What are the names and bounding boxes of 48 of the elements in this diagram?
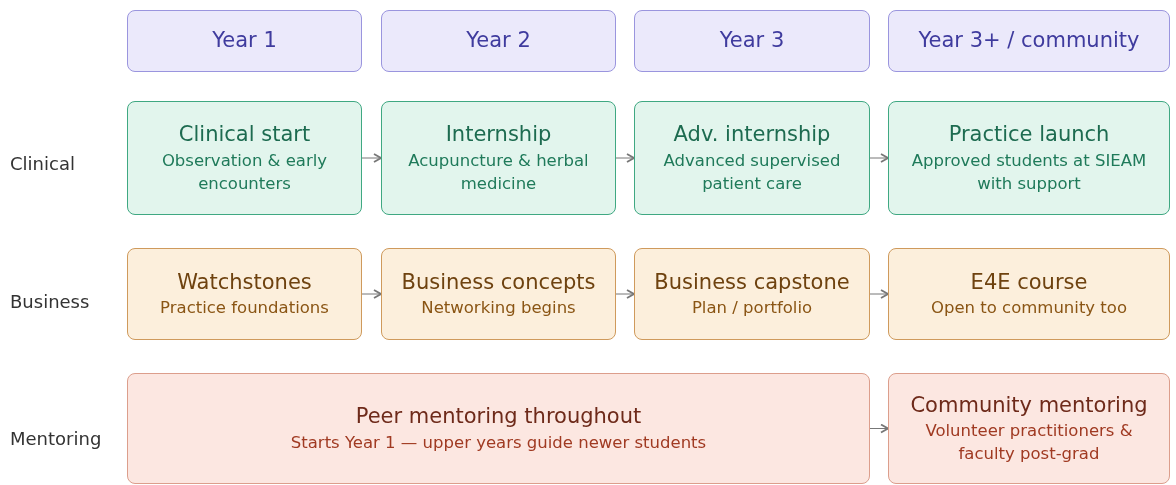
box-title: Peer mentoring throughout (355, 403, 642, 431)
year-header (381, 10, 616, 72)
box-title: Internship (445, 121, 552, 149)
clinical-box (381, 101, 616, 215)
box-title: Clinical start (178, 121, 311, 149)
box-description: Approved students at SIEAM with support (910, 149, 1148, 195)
business-box (381, 248, 616, 340)
business-box (888, 248, 1170, 340)
arrow (615, 289, 635, 299)
box-description: Acupuncture & herbal medicine (407, 149, 590, 195)
clinical-box (634, 101, 870, 215)
arrow (869, 153, 889, 163)
box-title: Business concepts (401, 268, 596, 296)
header-text: Year 3+ / community (918, 27, 1140, 55)
year-header (888, 10, 1170, 72)
year-header (127, 10, 362, 72)
arrow (361, 289, 382, 299)
business-box (127, 248, 362, 340)
clinical-box (127, 101, 362, 215)
header-text: Year 3 (719, 27, 785, 55)
box-title: Adv. internship (673, 121, 831, 149)
box-title: Watchstones (177, 268, 312, 296)
arrow (615, 153, 635, 163)
mentoring-box (127, 373, 870, 484)
arrow (361, 153, 382, 163)
box-title: Business capstone (654, 268, 850, 296)
arrow (869, 289, 889, 299)
box-description: Observation & early encounters (160, 149, 329, 195)
box-description: Advanced supervised patient care (662, 149, 842, 195)
header-text: Year 2 (466, 27, 531, 55)
clinical-box (888, 101, 1170, 215)
row-label: Mentoring (10, 428, 102, 449)
arrow (869, 423, 889, 434)
box-description: Volunteer practitioners & faculty post-grad (924, 420, 1134, 466)
row-label: Clinical (10, 153, 75, 174)
box-title: E4E course (970, 268, 1088, 296)
mentoring-box (888, 373, 1170, 484)
header-text: Year 1 (212, 27, 277, 55)
box-title: Community mentoring (910, 391, 1148, 419)
row-label: Business (10, 291, 90, 312)
box-description: Plan / portfolio (691, 297, 813, 320)
box-description: Practice foundations (160, 297, 329, 320)
year-header (634, 10, 870, 72)
box-title: Practice launch (948, 121, 1110, 149)
box-description: Open to community too (930, 297, 1128, 320)
box-description: Starts Year 1 — upper years guide newer students (290, 431, 707, 454)
box-description: Networking begins (421, 297, 576, 320)
business-box (634, 248, 870, 340)
